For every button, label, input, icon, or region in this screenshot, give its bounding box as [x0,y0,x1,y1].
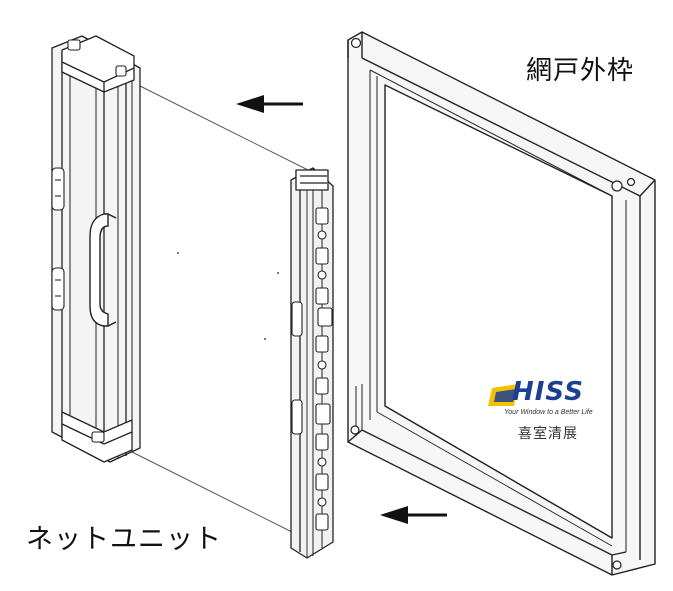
hiss-logo-mark [488,384,518,406]
screw-icon [350,425,360,435]
left-stile-parts [51,39,127,443]
screw-icon [626,177,636,187]
outer-frame-label: 網戸外枠 [526,56,635,86]
net-mesh [131,81,309,537]
speck-marks [177,252,279,340]
hiss-logo: HISS Your Window to a Better Life 喜室清展 [482,372,614,452]
logo-tagline: Your Window to a Better Life [504,409,593,416]
right-stile-parts [291,207,333,531]
screw-icon [611,180,623,192]
latch-lower [51,267,65,311]
frame-screws [350,37,636,570]
screw-icon [350,37,362,49]
right-stile-body [290,167,334,559]
screw-icon [612,560,622,570]
arrow-left-icon [380,506,447,524]
net-unit-right-stile [290,167,334,559]
logo-brand-text: HISS [512,377,584,407]
latch-upper [51,167,65,211]
arrow-left-icon [236,95,303,113]
outer-frame [347,31,656,576]
net-unit-label: ネットユニット [26,524,222,555]
handle-icon [89,213,117,327]
logo-subtitle: 喜室清展 [518,426,578,442]
